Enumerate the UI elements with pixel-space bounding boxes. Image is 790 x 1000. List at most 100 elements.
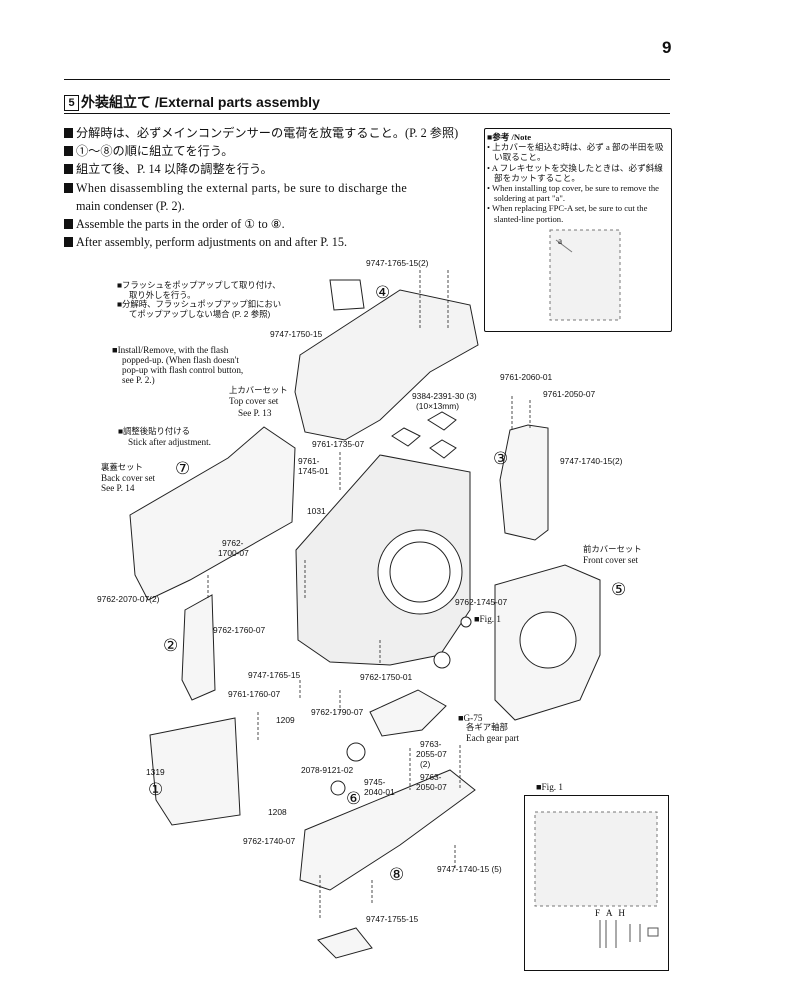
note-drawing-placeholder: [549, 229, 621, 321]
part-number: 9384-2391-30 (3): [412, 391, 477, 401]
front-cover-label-jp: 前カバーセット: [583, 544, 642, 554]
part-number: 9761-2050-07: [543, 389, 596, 399]
instruction-line: When disassembling the external parts, b…: [64, 179, 478, 197]
note-item: • A フレキセットを交換したときは、必ず斜線部をカットすること。: [487, 162, 663, 183]
part-number: 9747-1765-15: [248, 670, 301, 680]
part-number: 2040-01: [364, 787, 395, 797]
step-number-5: ⑤: [611, 580, 627, 600]
gear-assembly-placeholder: [369, 689, 447, 737]
part-number: 1745-01: [298, 466, 329, 476]
sticker-1: [391, 427, 421, 447]
instruction-line: 組立て後、P. 14 以降の調整を行う。: [64, 160, 478, 178]
top-cover-placeholder: [294, 289, 479, 441]
top-cover-window: [329, 279, 365, 311]
fig1-letters: F A H: [595, 908, 627, 918]
top-cover-label-en: Top cover set: [229, 396, 279, 406]
part-number: 9761-1735-07: [312, 439, 365, 449]
back-cover-label-jp: 裏蓋セット: [101, 462, 143, 472]
back-cover-placeholder: [129, 426, 296, 601]
part-number: 1031: [307, 506, 326, 516]
part-number: 9747-1750-15: [270, 329, 323, 339]
step-number-3: ③: [493, 449, 509, 469]
note-drawing-label: a: [558, 236, 563, 246]
part-number: 1700-07: [218, 548, 249, 558]
instruction-line: 分解時は、必ずメインコンデンサーの電荷を放電すること。(P. 2 参照): [64, 124, 478, 142]
part-number: (10×13mm): [416, 401, 460, 411]
part-number: 9762-2070-07(2): [97, 594, 160, 604]
note-item: • When installing top cover, be sure to …: [487, 183, 659, 204]
fig1-box: [524, 795, 669, 971]
part-number: (2): [420, 759, 431, 769]
sticker-2: [427, 411, 457, 431]
part-number: 9747-1740-15 (5): [437, 864, 502, 874]
flash-note-en: ■Install/Remove, with the flash popped-u…: [112, 345, 244, 385]
gear-3: [330, 780, 346, 796]
back-cover-see: See P. 14: [101, 483, 135, 493]
step-number-6: ⑥: [346, 789, 362, 809]
gear-1: [433, 651, 451, 669]
gear-label-jp: 各ギア軸部: [466, 722, 508, 732]
part-number: 9745-: [364, 777, 386, 787]
part-2-placeholder: [181, 594, 216, 701]
part-number: 9762-1745-07: [455, 597, 508, 607]
part-number: 1208: [268, 807, 287, 817]
section-title: 外装組立て /External parts assembly: [81, 94, 320, 110]
part-number: 2050-07: [416, 782, 447, 792]
instruction-line: main condenser (P. 2).: [76, 198, 185, 213]
part-number: 9763-: [420, 739, 442, 749]
fig1-drawing-placeholder: [534, 811, 658, 907]
part-number: 9762-1740-07: [243, 836, 296, 846]
step-number-1: ①: [148, 780, 164, 800]
sticker-3: [429, 439, 457, 459]
step-number-2: ②: [163, 636, 179, 656]
fig1-pins: [599, 920, 659, 948]
bottom-plate-placeholder: [299, 769, 476, 891]
back-cover-label-en: Back cover set: [101, 473, 156, 483]
stick-label-jp: ■調整後貼り付ける: [118, 426, 191, 436]
part-number: 9761-2060-01: [500, 372, 553, 382]
step-number-4: ④: [375, 283, 391, 303]
flash-note-jp: ■フラッシュをポップアップして取り付け、 取り外しを行う。 ■分解時、フラッシュ…: [117, 280, 282, 319]
note-drawing-pointer: [555, 239, 573, 253]
part-number: 1319: [146, 767, 165, 777]
step-number-7: ⑦: [175, 459, 191, 479]
part-number: 9747-1740-15(2): [560, 456, 623, 466]
instruction-line: Assemble the parts in the order of ① to …: [64, 215, 478, 233]
note-box: [484, 128, 672, 332]
part-number: 9763-: [420, 772, 442, 782]
section-number: 5: [64, 95, 79, 111]
page-number: 9: [662, 38, 672, 57]
part-number: 9761-1760-07: [228, 689, 281, 699]
fig1-reference: ■Fig. 1: [474, 614, 501, 624]
leader-lines: [207, 270, 531, 920]
part-number: 2055-07: [416, 749, 447, 759]
part-1-placeholder: [149, 717, 241, 826]
section-rule: [64, 113, 670, 114]
lens-mount-placeholder: [377, 529, 463, 615]
fig1-ref-part: [460, 616, 472, 628]
top-cover-see: See P. 13: [238, 408, 272, 418]
part-number: 9762-: [222, 538, 244, 548]
front-cover-label-en: Front cover set: [583, 555, 639, 565]
part-number: 9761-: [298, 456, 320, 466]
part-number: 9747-1755-15: [366, 914, 419, 924]
part-number: 9747-1765-15(2): [366, 258, 429, 268]
instruction-line: After assembly, perform adjustments on a…: [64, 233, 478, 251]
instruction-line: ①～⑧の順に組立てを行う。: [64, 142, 478, 160]
fig1-title: ■Fig. 1: [536, 782, 563, 792]
part-number: 2078-9121-02: [301, 765, 354, 775]
gear-g75: ■G-75: [458, 713, 483, 723]
part-3-placeholder: [499, 424, 549, 541]
gear-label-en: Each gear part: [466, 733, 520, 743]
top-cover-label-jp: 上カバーセット: [229, 385, 288, 395]
part-number: 9762-1790-07: [311, 707, 364, 717]
header-rule: [64, 79, 670, 80]
note-item: • 上カバーを組込む時は、必ず a 部の半田を吸い取ること。: [487, 142, 664, 163]
note-title: ■参考 /Note: [487, 132, 532, 142]
step-number-8: ⑧: [389, 865, 405, 885]
part-number: 1209: [276, 715, 295, 725]
part-number: 9762-1760-07: [213, 625, 266, 635]
stick-label-en: Stick after adjustment.: [128, 437, 211, 447]
